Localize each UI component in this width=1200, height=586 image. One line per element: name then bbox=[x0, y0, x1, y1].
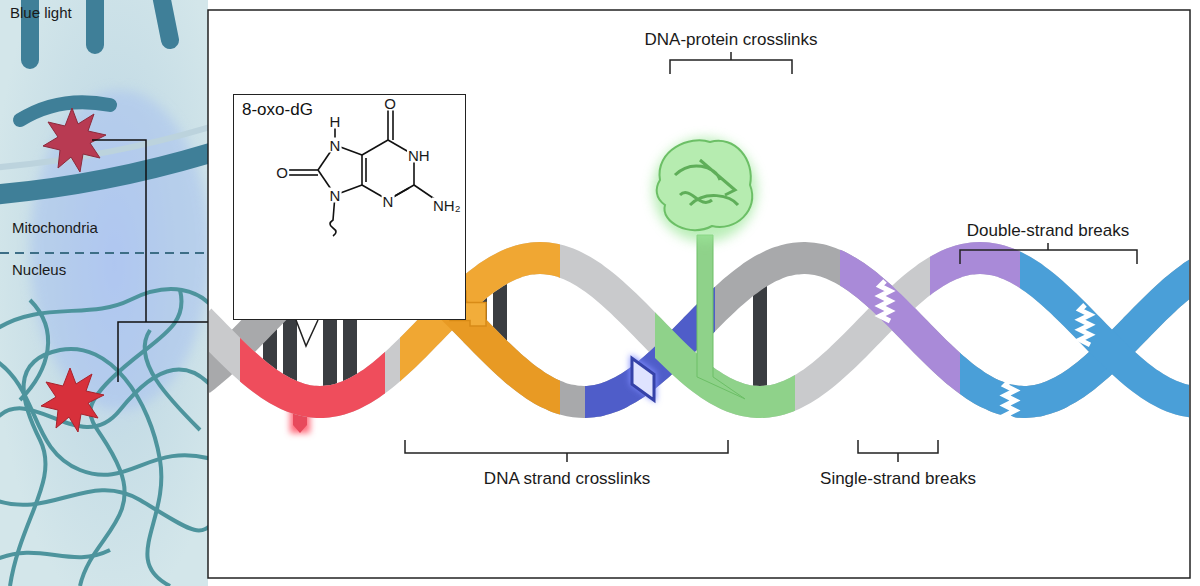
damaged-segment bbox=[585, 258, 715, 402]
damaged-segment bbox=[655, 258, 795, 402]
atom-label: NH bbox=[407, 148, 431, 163]
damage-type-label: DNA strand crosslinks bbox=[484, 470, 650, 489]
mitochondrial-membrane bbox=[0, 150, 208, 195]
damaged-segment bbox=[1020, 258, 1189, 402]
damage-type-label: Double-strand breaks bbox=[967, 222, 1130, 241]
compartment-label: Nucleus bbox=[12, 262, 66, 279]
protein-fold bbox=[675, 160, 738, 205]
bracket bbox=[670, 52, 792, 74]
leader-line bbox=[92, 140, 208, 382]
callout-pointer bbox=[296, 320, 318, 346]
atom-label: NH₂ bbox=[432, 198, 462, 213]
atom-label: O bbox=[383, 96, 397, 111]
chemical-bond bbox=[387, 108, 389, 140]
callout-title: 8-oxo-dG bbox=[234, 95, 321, 125]
atom-label: O bbox=[275, 165, 289, 180]
atom-label: N bbox=[329, 188, 342, 203]
damaged-segment bbox=[840, 258, 960, 402]
compartment-divider bbox=[0, 252, 208, 254]
chemical-bond bbox=[288, 169, 318, 171]
cristae bbox=[20, 102, 110, 120]
bracket bbox=[405, 440, 728, 462]
chemical-bond bbox=[361, 155, 363, 185]
atom-label: H bbox=[329, 114, 342, 129]
bracket bbox=[960, 243, 1137, 264]
brackets bbox=[405, 52, 1137, 462]
protein-stalk bbox=[697, 235, 745, 399]
mitochondrial-membrane bbox=[0, 124, 208, 168]
damage-type-label: DNA-protein crosslinks bbox=[645, 31, 818, 50]
chemical-bond bbox=[288, 174, 318, 176]
intrastrand-crosslink bbox=[632, 358, 654, 400]
strand-break bbox=[880, 281, 890, 321]
cell-panel bbox=[0, 0, 208, 586]
compartment-label: Mitochondria bbox=[12, 220, 98, 237]
chemical-bond bbox=[392, 108, 394, 140]
damaged-segment bbox=[930, 258, 1020, 402]
chemical-structure bbox=[288, 108, 436, 236]
chemical-bond bbox=[362, 140, 388, 155]
atom-label: N bbox=[329, 138, 342, 153]
chemical-bond bbox=[365, 158, 367, 182]
strand-break bbox=[1080, 305, 1090, 345]
protein-glow bbox=[653, 138, 757, 242]
bracket bbox=[858, 440, 938, 462]
chromatin bbox=[0, 289, 208, 586]
atom-label: N bbox=[382, 194, 395, 209]
panel-label: Blue light bbox=[10, 5, 72, 22]
callout-ground bbox=[233, 94, 466, 320]
damaged-segment bbox=[960, 258, 1189, 402]
strand-break bbox=[1005, 381, 1015, 421]
damage-type-label: Single-strand breaks bbox=[820, 470, 976, 489]
crosslink-glow bbox=[630, 354, 656, 402]
damage-star bbox=[41, 368, 104, 432]
protein bbox=[657, 140, 753, 230]
